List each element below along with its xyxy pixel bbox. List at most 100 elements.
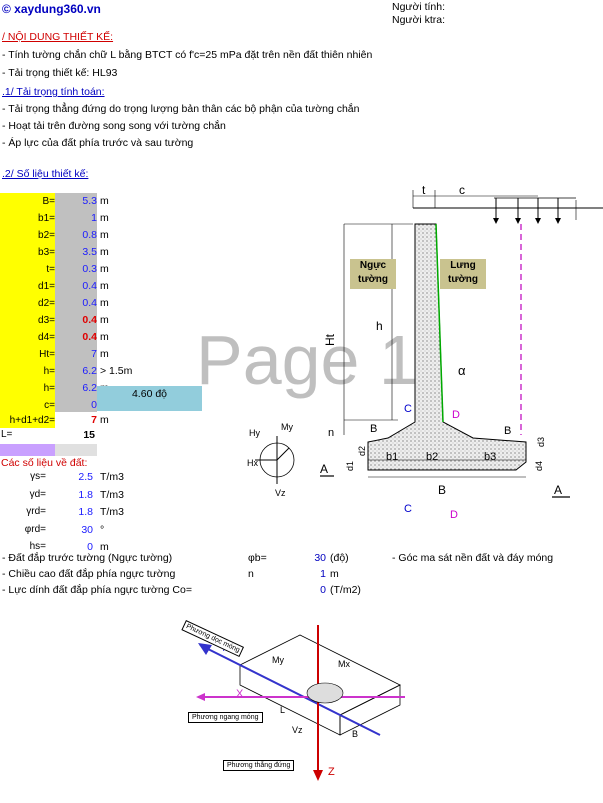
alpha-degrees-cell: 4.60 độ [97,386,202,411]
z-axis-label: Z [328,766,335,778]
section-title-noi-dung: / NỘI DUNG THIẾT KẾ: [2,31,114,43]
b-left-label: B [370,423,377,435]
phuong-ngang-mong-label: Phương ngang móng [188,712,263,723]
note-symbol-0: φb= [248,552,267,564]
nguc-tuong-label: Ngực tường [350,259,396,289]
param-label-3: b3= [0,244,55,261]
alpha-degrees-value: 4.60 độ [131,388,168,400]
lung-tuong-label: Lưng tường [440,259,486,289]
param-value-6[interactable]: 0.4 [55,295,97,312]
param-label-9: Ht= [0,346,55,363]
mx-axes-label: Mx [338,659,350,669]
param-label-0: B= [0,193,55,210]
b-axes-label: B [352,729,358,739]
soil-unit-2: T/m3 [100,506,124,518]
sum-value: 7 [55,412,97,429]
param-value-7[interactable]: 0.4 [55,312,97,329]
soil-label-1: γd= [29,488,46,500]
my-label: My [281,422,293,432]
param-value-9[interactable]: 7 [55,346,97,363]
L-value: 15 [83,429,95,441]
hy-label: Hy [249,428,260,438]
d1-label: d1 [345,461,355,471]
nguc-tuong-text: Ngực tường [358,260,388,285]
d-label-bottom: D [450,509,458,520]
note-text-0: - Đất đắp trước tường (Ngực tường) [2,552,173,564]
h-label: h [376,319,383,333]
vz-label: Vz [275,488,286,498]
L-bar [0,444,55,456]
c-label: c [459,183,465,197]
L-row [0,428,97,444]
param-label-10: h= [0,363,55,380]
sum-unit: m [100,414,109,426]
load-line-2: - Hoạt tải trên đường song song với tườn… [2,120,226,132]
param-label-7: d3= [0,312,55,329]
L-bar-grey [55,444,97,456]
soil-value-4[interactable]: 0 [87,541,93,553]
ht-label: Ht [323,333,337,346]
param-unit-5: m [100,280,109,292]
t-label: t [422,183,426,197]
param-value-4[interactable]: 0.3 [55,261,97,278]
l-label: L [280,705,285,715]
x-axis-label: X [236,688,244,700]
hx-label: Hx [247,458,258,468]
c-label-bottom: C [404,503,412,515]
note-value-0[interactable]: 30 [314,552,326,564]
param-value-8[interactable]: 0.4 [55,329,97,346]
z-arrow [313,770,323,781]
soil-label-0: γs= [30,471,46,482]
soil-label-2: γrd= [26,506,46,517]
alpha-label: α [458,363,466,378]
soil-value-2[interactable]: 1.8 [78,506,93,518]
param-unit-2: m [100,229,109,241]
param-value-1[interactable]: 1 [55,210,97,227]
soil-value-0[interactable]: 2.5 [78,471,93,483]
param-label-2: b2= [0,227,55,244]
site-logo[interactable]: © xaydung360.vn [2,2,101,16]
note-text-2: - Lực dính đất đắp phía ngực tường Co= [2,584,192,596]
soil-label-3: φrd= [24,523,46,535]
param-value-11[interactable]: 6.2 [55,380,97,397]
nguoi-ktra-label: Người ktra: [392,14,446,26]
param-unit-0: m [100,195,109,207]
n-label: n [328,427,334,439]
page-watermark: Page 1 [196,321,418,399]
param-value-5[interactable]: 0.4 [55,278,97,295]
param-value-2[interactable]: 0.8 [55,227,97,244]
param-label-4: t= [0,261,55,278]
note-value-2[interactable]: 0 [320,584,326,596]
param-label-6: d2= [0,295,55,312]
b-label: B [438,483,446,497]
soil-unit-3: ° [100,523,105,536]
c-label-top: C [404,403,412,415]
param-value-12[interactable]: 0 [55,397,97,414]
section-title-tai-trong: .1/ Tải trọng tính toán: [2,86,105,98]
param-unit-10: > 1.5m [100,365,133,377]
my-axes-label: My [272,655,284,665]
b1-label: b1 [386,451,398,463]
nguoi-tinh-label: Người tính: [392,1,446,13]
force-legend-diagram: Hy My Hx Vz [247,422,295,498]
soil-value-1[interactable]: 1.8 [78,488,93,501]
param-value-10[interactable]: 6.2 [55,363,97,380]
param-unit-9: m [100,348,109,360]
d3-label: d3 [536,437,546,447]
param-unit-3: m [100,246,109,258]
foundation-box-top [239,634,401,716]
soil-unit-4: m [100,541,109,553]
note-value-1[interactable]: 1 [320,568,326,580]
param-value-3[interactable]: 3.5 [55,244,97,261]
param-label-12: c= [0,397,55,414]
param-label-11: h= [0,380,55,397]
section-title-so-lieu: .2/ Số liệu thiết kế: [2,168,89,180]
b3-label: b3 [484,451,496,463]
d2-label: d2 [357,446,367,456]
vz-axes-label: Vz [292,725,303,735]
param-value-0[interactable]: 5.3 [55,193,97,210]
surcharge-load [493,197,577,224]
a-left-label: A [320,462,328,476]
note-unit-0: (độ) [330,552,349,564]
soil-value-3[interactable]: 30 [81,523,93,536]
